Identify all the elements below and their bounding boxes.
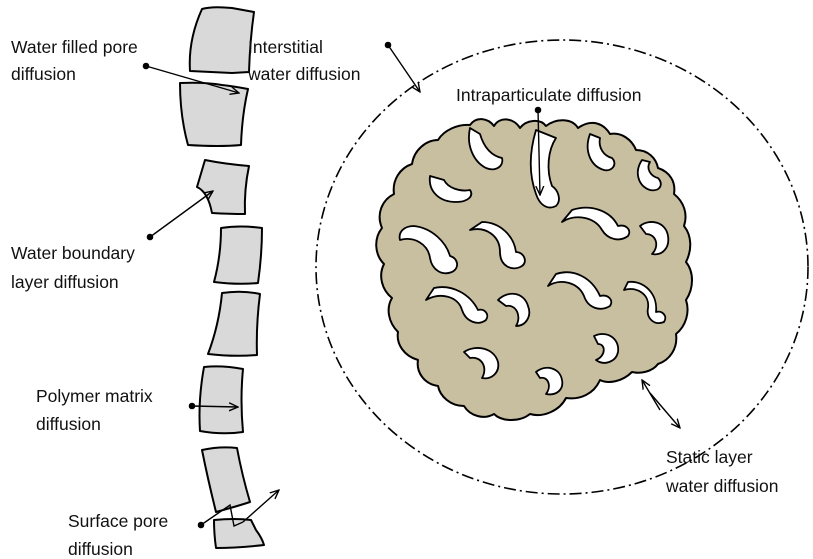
- label-surface-pore-1: Surface pore: [68, 511, 168, 531]
- label-surface-pore-2: diffusion: [68, 539, 133, 559]
- water-boundary-arrow: [150, 191, 213, 237]
- static-layer-arrow-back: [650, 393, 680, 428]
- label-intraparticulate: Intraparticulate diffusion: [456, 85, 642, 105]
- label-water-boundary-1: Water boundary: [11, 243, 135, 263]
- interstitial-pointer: [388, 45, 420, 92]
- label-water-filled-pore-2: diffusion: [11, 64, 76, 84]
- label-water-boundary-2: layer diffusion: [11, 272, 119, 292]
- label-polymer-matrix-1: Polymer matrix: [36, 386, 153, 406]
- polymer-matrix-arrow: [192, 406, 238, 407]
- label-interstitial-1: Interstitial: [248, 37, 323, 57]
- label-water-filled-pore-1: Water filled pore: [11, 37, 138, 57]
- fiber-segment-7: [202, 447, 250, 512]
- fiber-segment-5: [208, 292, 260, 356]
- fiber-segment-3: [197, 160, 249, 214]
- fiber-segment-4: [214, 227, 262, 284]
- fiber-segment-6: [200, 366, 244, 433]
- label-static-layer-2: water diffusion: [665, 476, 779, 496]
- label-interstitial-2: water diffusion: [247, 64, 361, 84]
- label-static-layer-1: Static layer: [666, 447, 753, 467]
- fiber-segment-1: [190, 7, 254, 73]
- label-polymer-matrix-2: diffusion: [36, 414, 101, 434]
